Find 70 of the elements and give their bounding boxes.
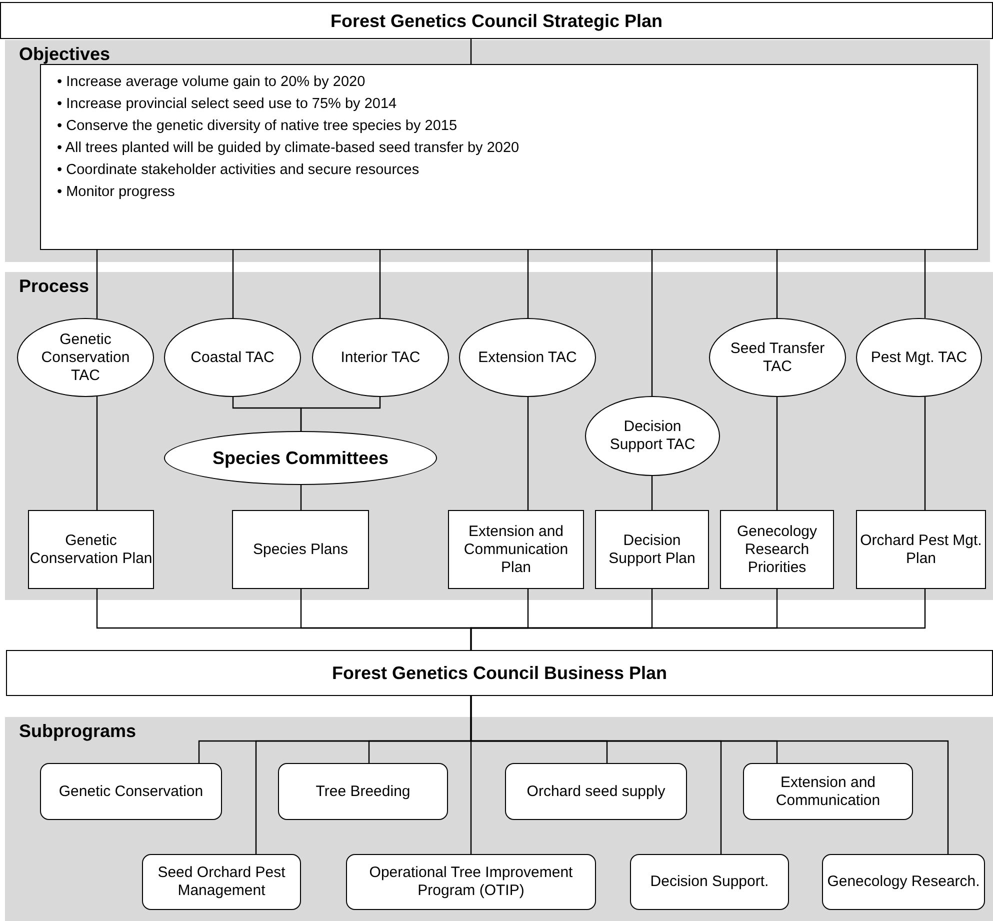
node-text: Interior TAC	[340, 348, 420, 366]
connector-line	[470, 39, 472, 64]
bullet-point-text: • Increase average volume gain to 20% by 2020	[57, 73, 366, 92]
node-text: Operational Tree Improvement Program (OTIP)	[368, 864, 574, 900]
bullet-point-text: • Monitor progress	[57, 183, 176, 202]
subprogram-box	[278, 763, 448, 820]
connector-line	[776, 250, 778, 318]
section-heading: Objectives	[19, 44, 110, 65]
node-text: Forest Genetics Council Business Plan	[332, 664, 668, 682]
connector-line	[651, 250, 653, 396]
subprogram-box	[743, 763, 913, 820]
bullet-point-text: • Increase provincial select seed use to 75% by 2014	[57, 95, 398, 114]
subprogram-box	[505, 763, 687, 820]
node-text: Genetic Conservation TAC	[40, 330, 131, 384]
bullet-point-text: • Conserve the genetic diversity of native tree species by 2015	[57, 117, 458, 136]
node-text: Species Plans	[252, 540, 348, 558]
section-band	[5, 717, 993, 921]
node-text: Genetic Conservation Plan	[29, 532, 153, 568]
connector-line	[379, 250, 381, 318]
plan-box	[720, 510, 834, 589]
node-text: Decision Support.	[650, 873, 769, 891]
node-text: Extension and Communication	[774, 774, 882, 810]
plan-box	[856, 510, 986, 589]
node-text: Orchard seed supply	[526, 782, 666, 800]
connector-line	[470, 589, 926, 650]
node-text: Decision Support TAC	[608, 418, 696, 454]
plan-box	[232, 510, 369, 589]
node-text: Decision Support Plan	[608, 532, 696, 568]
connector-line	[924, 396, 926, 510]
connector-line	[232, 250, 234, 318]
connector-line	[924, 250, 926, 318]
plan-box	[448, 510, 584, 589]
subprogram-box	[40, 763, 222, 820]
subprogram-box	[630, 854, 789, 910]
node-text: Coastal TAC	[190, 348, 274, 366]
node-text: Seed Orchard Pest Management	[156, 864, 286, 900]
connector-line	[776, 397, 778, 510]
node-text: Genecology Research.	[827, 873, 980, 891]
bullet-point-text: • Coordinate stakeholder activities and secure resources	[57, 161, 420, 180]
section-heading: Process	[19, 276, 90, 297]
node-text: Orchard Pest Mgt. Plan	[859, 532, 983, 568]
node-text: Genetic Conservation	[58, 782, 204, 800]
node-text: Extension TAC	[478, 348, 577, 366]
subprogram-box	[142, 854, 301, 910]
plan-box	[28, 510, 154, 589]
node-text: Pest Mgt. TAC	[870, 348, 968, 366]
connector-line	[300, 397, 381, 431]
node-text: Seed Transfer TAC	[729, 340, 826, 376]
subprogram-box	[822, 854, 985, 910]
plan-box	[6, 650, 993, 696]
node-text: Forest Genetics Council Strategic Plan	[330, 12, 663, 30]
connector-line	[96, 250, 98, 319]
node-text: Extension and Communication Plan	[462, 522, 570, 576]
connector-line	[470, 696, 949, 854]
objectives-box	[40, 64, 978, 250]
node-text: Genecology Research Priorities	[736, 522, 818, 576]
connector-line	[527, 250, 529, 318]
node-text: Species Committees	[212, 449, 389, 467]
plan-box	[0, 2, 993, 39]
section-band	[5, 40, 990, 262]
connector-line	[300, 485, 302, 510]
connector-line	[651, 476, 653, 510]
plan-box	[595, 510, 709, 589]
connector-line	[96, 396, 98, 510]
section-heading: Subprograms	[19, 721, 136, 742]
section-band	[5, 272, 993, 600]
subprogram-box	[346, 854, 596, 910]
bullet-point-text: • All trees planted will be guided by climate-based seed transfer by 2020	[57, 139, 520, 158]
node-text: Tree Breeding	[316, 782, 410, 800]
connector-line	[527, 397, 529, 510]
